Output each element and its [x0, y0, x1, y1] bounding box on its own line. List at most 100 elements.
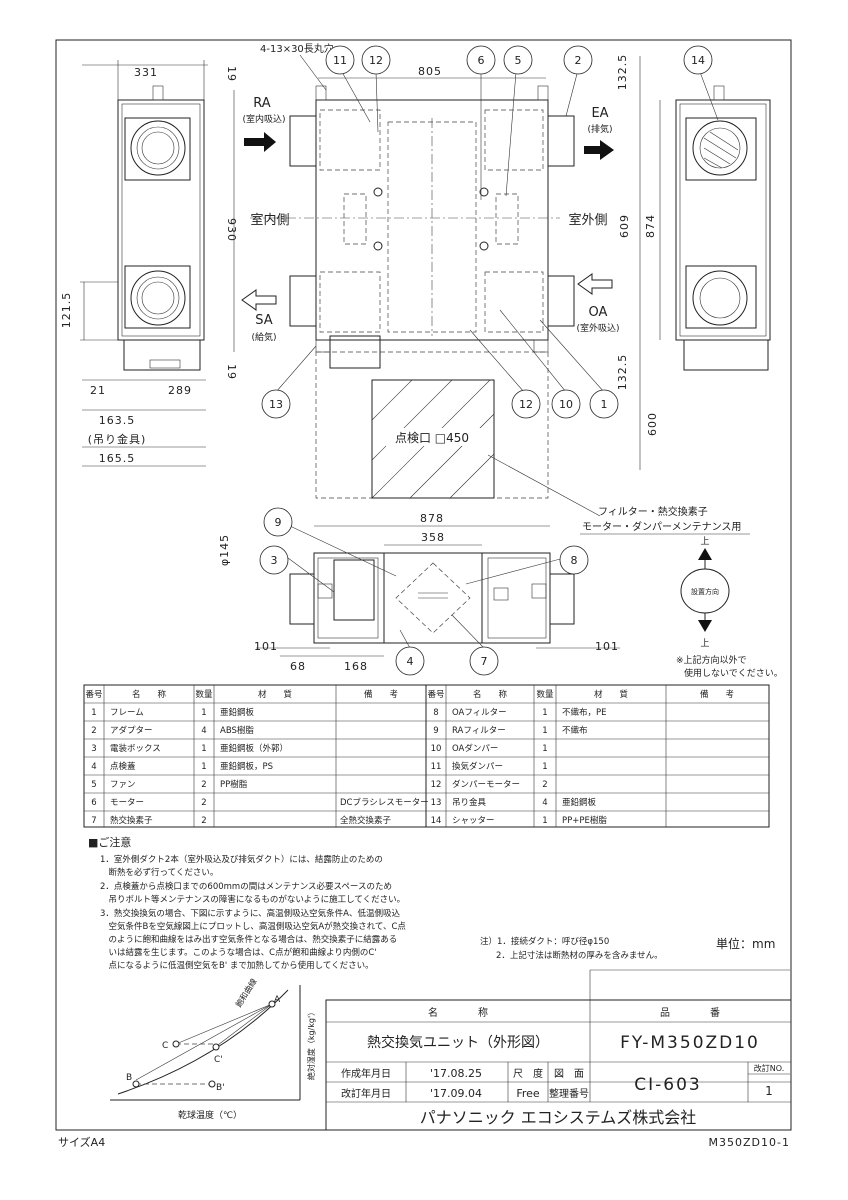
- note-line: 空気条件Bを空気線図上にプロットし、高温側吸込空気Aが熱交換されて、C点: [100, 921, 406, 932]
- unit-label: 単位：mm: [716, 936, 775, 951]
- table-cell: フレーム: [110, 708, 144, 718]
- dim-121-5: 121.5: [60, 292, 73, 329]
- th-name-left: 名 称: [132, 689, 167, 700]
- svg-text:5: 5: [515, 54, 522, 67]
- footnote-1: 注）1．接続ダクト：呼び径φ150: [480, 936, 609, 947]
- th-no-left: 番号: [85, 689, 102, 700]
- drawing-number: CI-603: [634, 1075, 701, 1095]
- svg-text:1: 1: [601, 398, 608, 411]
- table-cell: PP+PE樹脂: [562, 815, 607, 826]
- title-part-head: 品 番: [660, 1007, 720, 1019]
- table-cell: 7: [91, 816, 96, 826]
- oa-arrow-icon: [577, 273, 613, 295]
- created-label: 作成年月日: [341, 1067, 391, 1080]
- table-cell: 全熱交換素子: [340, 815, 392, 826]
- callout-11: 11: [325, 45, 355, 75]
- table-cell: 2: [201, 816, 206, 826]
- dim-163-5: 163.5: [99, 414, 136, 427]
- table-cell: アダプター: [110, 725, 153, 736]
- note-line: のように飽和曲線をはみ出す空気条件となる場合は、熱交換素子に結露ある: [100, 934, 397, 945]
- table-cell: ダンパーモーター: [452, 779, 520, 790]
- callout-10: 10: [551, 389, 581, 419]
- callout-5: 5: [503, 45, 533, 75]
- slot-holes-label: 4-13×30長丸穴: [260, 42, 334, 55]
- front-view: [289, 552, 575, 644]
- note-line: 2．点検蓋から点検口までの600mmの間はメンテナンス必要スペースのため: [100, 881, 392, 892]
- drawing-code: M350ZD10-1: [709, 1136, 790, 1149]
- table-cell: モーター: [110, 798, 144, 808]
- table-cell: シャッター: [452, 816, 495, 826]
- table-cell: OAダンパー: [452, 743, 498, 754]
- inspection-label: 点検口 □450: [395, 431, 469, 445]
- callout-8: 8: [559, 545, 589, 575]
- table-cell: DCブラシレスモーター: [340, 797, 429, 808]
- port-oa: OA: [589, 305, 608, 320]
- th-note-left: 備 考: [364, 689, 398, 700]
- table-cell: 8: [433, 708, 438, 718]
- orientation-indicator: [680, 548, 730, 632]
- table-cell: PP樹脂: [220, 779, 248, 790]
- table-cell: 1: [201, 744, 206, 754]
- port-ra: RA: [253, 96, 271, 111]
- table-cell: 亜鉛鋼板，PS: [220, 761, 273, 772]
- psychrometric-chart: [110, 985, 301, 1101]
- callout-9: 9: [263, 507, 293, 537]
- created-date: '17.08.25: [430, 1067, 482, 1080]
- table-cell: 4: [542, 798, 547, 808]
- svg-text:11: 11: [333, 54, 347, 67]
- dim-168: 168: [344, 660, 368, 673]
- table-cell: 11: [431, 762, 442, 772]
- callout-7: 7: [469, 646, 499, 676]
- callout-6: 6: [466, 45, 496, 75]
- revised-date: '17.09.04: [430, 1087, 482, 1100]
- port-ea-sub: (排気): [587, 123, 612, 135]
- svg-text:4: 4: [407, 655, 414, 668]
- port-sa: SA: [255, 313, 272, 328]
- title-name-head: 名 称: [428, 1006, 488, 1019]
- maintenance-label-1: フィルター・熱交換素子: [598, 505, 708, 518]
- point-c: C: [162, 1041, 168, 1051]
- sheet-size: サイズA4: [58, 1135, 105, 1149]
- table-cell: 吊り金具: [452, 797, 487, 808]
- point-a: A: [274, 995, 281, 1005]
- table-cell: 不織布: [562, 725, 588, 736]
- table-cell: 電装ボックス: [110, 743, 161, 754]
- port-ea: EA: [591, 106, 608, 121]
- dim-19-bottom: 19: [225, 364, 238, 380]
- table-cell: 亜鉛鋼板（外郭）: [220, 743, 288, 754]
- dim-600: 600: [646, 412, 659, 436]
- svg-text:12: 12: [369, 54, 383, 67]
- rev-label: 改訂NO.: [754, 1063, 785, 1073]
- table-cell: 1: [91, 708, 96, 718]
- title-block: [325, 969, 792, 1131]
- table-cell: 2: [542, 780, 547, 790]
- table-cell: 熱交換素子: [110, 815, 153, 826]
- th-no-right: 番号: [427, 689, 444, 700]
- svg-text:14: 14: [691, 54, 705, 67]
- callout-12-bottom: 12: [511, 389, 541, 419]
- table-cell: ABS樹脂: [220, 725, 254, 736]
- callout-13: 13: [261, 389, 291, 419]
- table-cell: 13: [431, 798, 442, 808]
- callout-14: 14: [683, 45, 713, 75]
- right-side-view: [675, 85, 771, 371]
- table-cell: 10: [431, 744, 442, 754]
- svg-text:6: 6: [478, 54, 485, 67]
- dim-331: 331: [134, 66, 158, 79]
- dim-878: 878: [420, 512, 444, 525]
- outdoor-side-label: 室外側: [568, 212, 607, 228]
- svg-text:7: 7: [481, 655, 488, 668]
- svg-text:10: 10: [559, 398, 573, 411]
- table-cell: 1: [542, 816, 547, 826]
- scale-label: 尺 度: [513, 1067, 543, 1080]
- dim-68: 68: [290, 660, 306, 673]
- table-cell: RAフィルター: [452, 726, 506, 736]
- svg-text:2: 2: [575, 54, 582, 67]
- dim-101-right: 101: [595, 640, 619, 653]
- x-axis-label: 乾球温度（℃）: [178, 1109, 242, 1121]
- note-line: 3．熱交換換気の場合、下図に示すように、高温側吸込空気条件A、低温側吸込: [100, 908, 400, 919]
- th-material-left: 材 質: [258, 689, 293, 700]
- note-line: 吊りボルト等メンテナンスの障害になるものがないように施工してください。: [100, 894, 405, 905]
- callout-3: 3: [259, 545, 289, 575]
- notes-heading: ■ご注意: [88, 835, 131, 849]
